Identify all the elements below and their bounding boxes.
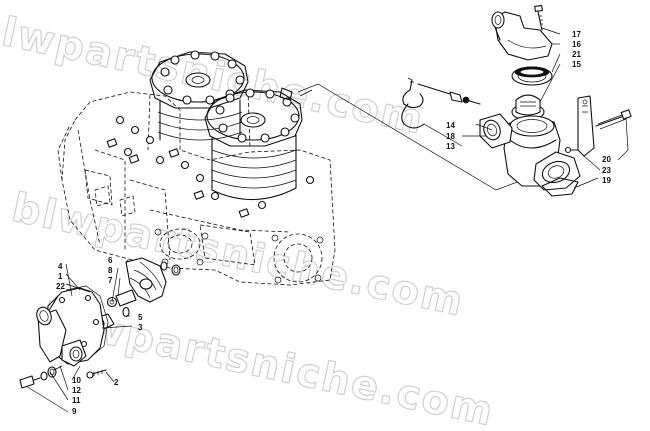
label-20: 20 — [602, 155, 611, 164]
part-labels: 17 16 21 15 14 18 13 20 23 19 6 8 7 5 3 … — [56, 30, 611, 416]
label-1: 1 — [58, 272, 63, 281]
head-nuts-cyl2 — [215, 88, 300, 143]
label-8: 8 — [108, 266, 113, 275]
label-23: 23 — [602, 166, 611, 175]
label-15: 15 — [572, 60, 581, 69]
watermark-top: blwpartsniche.com — [0, 3, 429, 144]
label-13: 13 — [446, 142, 455, 151]
head-nuts-cyl1 — [160, 50, 245, 105]
label-21: 21 — [572, 50, 581, 59]
label-12: 12 — [72, 386, 81, 395]
label-17: 17 — [572, 30, 581, 39]
label-11: 11 — [72, 396, 81, 405]
watermark-group: blwpartsniche.com blwpartsniche.com blwp… — [0, 2, 499, 431]
thermostat-housing-group — [401, 4, 632, 197]
label-14: 14 — [446, 121, 455, 130]
label-22: 22 — [56, 282, 65, 291]
label-6: 6 — [108, 256, 113, 265]
label-7: 7 — [108, 276, 113, 285]
label-9: 9 — [72, 407, 77, 416]
water-pump-group — [19, 257, 181, 389]
label-18: 18 — [446, 132, 455, 141]
label-16: 16 — [572, 40, 581, 49]
label-3: 3 — [138, 323, 143, 332]
label-10: 10 — [72, 376, 81, 385]
engine-block — [57, 50, 336, 286]
label-19: 19 — [602, 176, 611, 185]
label-5: 5 — [138, 313, 143, 322]
leader-lines — [25, 27, 629, 413]
label-4: 4 — [58, 262, 63, 271]
label-2: 2 — [114, 378, 119, 387]
